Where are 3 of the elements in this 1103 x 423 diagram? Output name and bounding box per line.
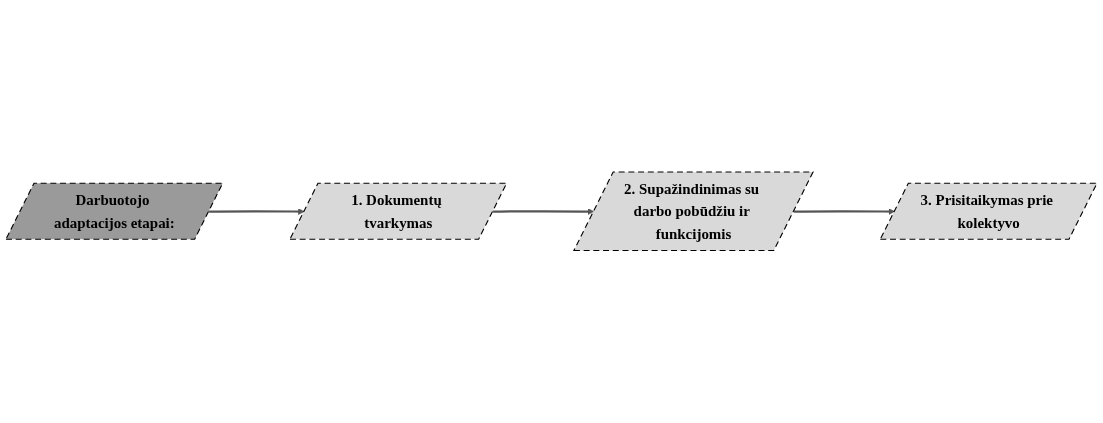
arrow: [209, 208, 305, 216]
arrow: [793, 208, 895, 216]
arrow: [493, 208, 595, 216]
